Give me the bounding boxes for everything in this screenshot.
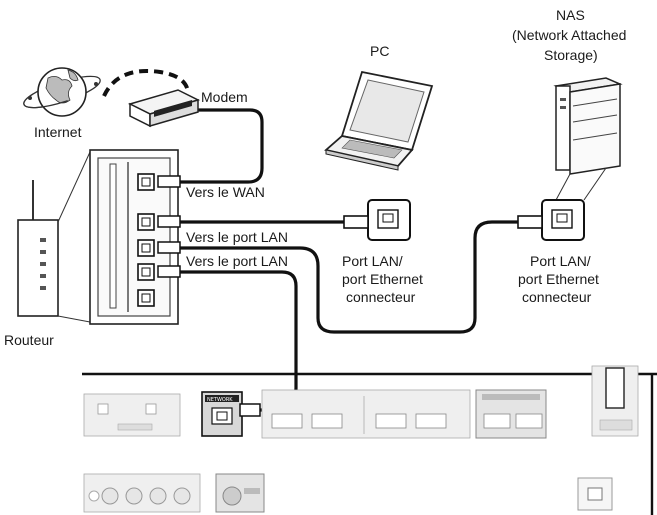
internet-link-dashed [102, 69, 190, 97]
nas-full-label-1: (Network Attached [512, 27, 626, 43]
nas-port-label-1: Port LAN/ [530, 253, 591, 269]
nas-port-label-3: connecteur [522, 289, 592, 305]
nas-full-label-2: Storage) [544, 47, 598, 63]
internet-globe-icon [23, 67, 101, 117]
modem-icon [127, 89, 201, 128]
router-icon [17, 151, 91, 323]
nas-tower-icon [553, 77, 623, 201]
pc-port-label-1: Port LAN/ [342, 253, 403, 269]
receiver-network-jack: NETWORK [201, 391, 261, 437]
modem-label: Modem [201, 89, 248, 105]
pc-label: PC [370, 43, 389, 59]
wan-plug [157, 175, 181, 188]
nas-label: NAS [556, 7, 585, 23]
nas-port-label-2: port Ethernet [518, 271, 599, 287]
wan-port [137, 173, 155, 191]
laptop-icon [324, 70, 434, 171]
lan-plug-1 [157, 215, 181, 228]
lan-plug-2 [157, 241, 181, 254]
router-port-panel [89, 149, 181, 325]
wan-label: Vers le WAN [186, 184, 265, 200]
pc-port-label-3: connecteur [346, 289, 416, 305]
cable-router-receiver [178, 270, 298, 412]
internet-label: Internet [34, 124, 82, 140]
pc-port-label-2: port Ethernet [342, 271, 423, 287]
lan-port-1 [137, 213, 155, 231]
nas-lan-port [517, 199, 585, 241]
lan-port-2 [137, 239, 155, 257]
lan-label-1: Vers le port LAN [186, 229, 288, 245]
router-label: Routeur [4, 332, 54, 348]
cable-modem-wan [178, 108, 264, 184]
network-jack-label: NETWORK [207, 397, 233, 403]
lan-label-2: Vers le port LAN [186, 253, 288, 269]
receiver-rear-panel: NETWORK [82, 365, 657, 515]
lan-plug-3 [157, 265, 181, 278]
cable-router-nas [178, 220, 524, 334]
pc-lan-port [343, 199, 411, 241]
lan-port-3 [137, 263, 155, 281]
lan-port-4 [137, 289, 155, 307]
